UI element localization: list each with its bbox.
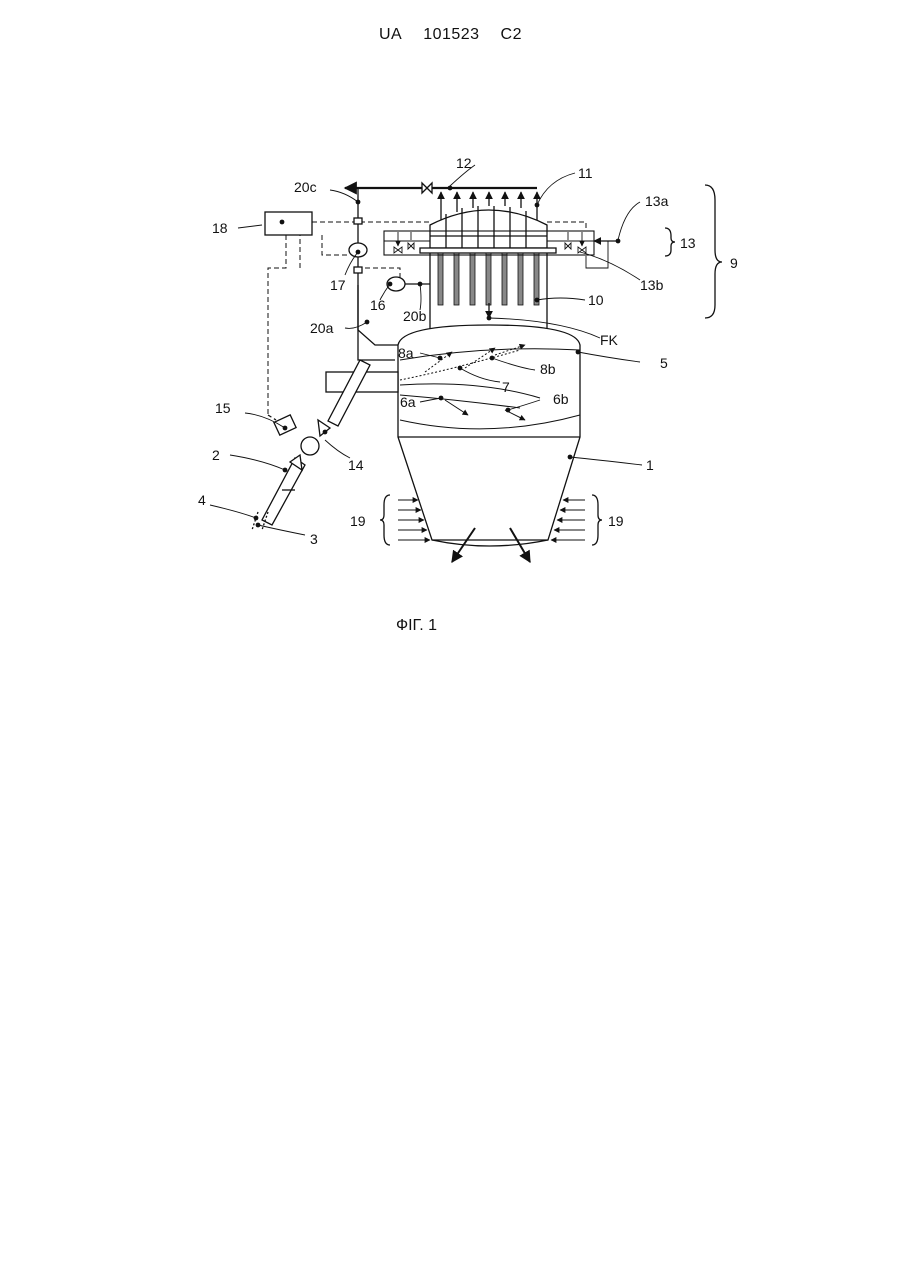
valve-12 [422, 183, 432, 193]
label-11: 11 [578, 165, 593, 181]
rotary-valve-14 [301, 437, 319, 455]
reactor-vessel [398, 325, 580, 540]
label-20b: 20b [403, 308, 427, 324]
label-4: 4 [198, 492, 206, 508]
label-8a: 8a [398, 345, 414, 361]
label-2: 2 [212, 447, 220, 463]
label-20a: 20a [310, 320, 334, 336]
brace-9 [705, 185, 722, 318]
label-17: 17 [330, 277, 346, 293]
label-7: 7 [502, 379, 510, 395]
feed-line [252, 360, 370, 530]
label-10: 10 [588, 292, 604, 308]
label-8b: 8b [540, 361, 556, 377]
label-1: 1 [646, 457, 654, 473]
brace-13 [665, 228, 675, 256]
label-6b: 6b [553, 391, 569, 407]
label-12: 12 [456, 155, 472, 171]
label-14: 14 [348, 457, 364, 473]
brace-19-left [380, 495, 390, 545]
label-5: 5 [660, 355, 668, 371]
label-20c: 20c [294, 179, 317, 195]
label-18: 18 [212, 220, 228, 236]
label-19-left: 19 [350, 513, 366, 529]
filter-candles [438, 253, 539, 305]
label-13b: 13b [640, 277, 664, 293]
label-19-right: 19 [608, 513, 624, 529]
control-unit-18 [265, 212, 312, 235]
tube-sheet [420, 248, 556, 253]
label-16: 16 [370, 297, 386, 313]
label-13a: 13a [645, 193, 669, 209]
brace-19-right [592, 495, 602, 545]
label-6a: 6a [400, 394, 416, 410]
label-3: 3 [310, 531, 318, 547]
label-15: 15 [215, 400, 231, 416]
patent-figure: 12 11 20c 13a 18 13 9 17 13b 16 20b 10 2… [0, 0, 901, 700]
label-9: 9 [730, 255, 738, 271]
label-13: 13 [680, 235, 696, 251]
label-FK: FK [600, 332, 619, 348]
filter-dome [430, 210, 547, 248]
drive-15 [274, 415, 296, 435]
figure-caption: ФІГ. 1 [0, 617, 833, 635]
